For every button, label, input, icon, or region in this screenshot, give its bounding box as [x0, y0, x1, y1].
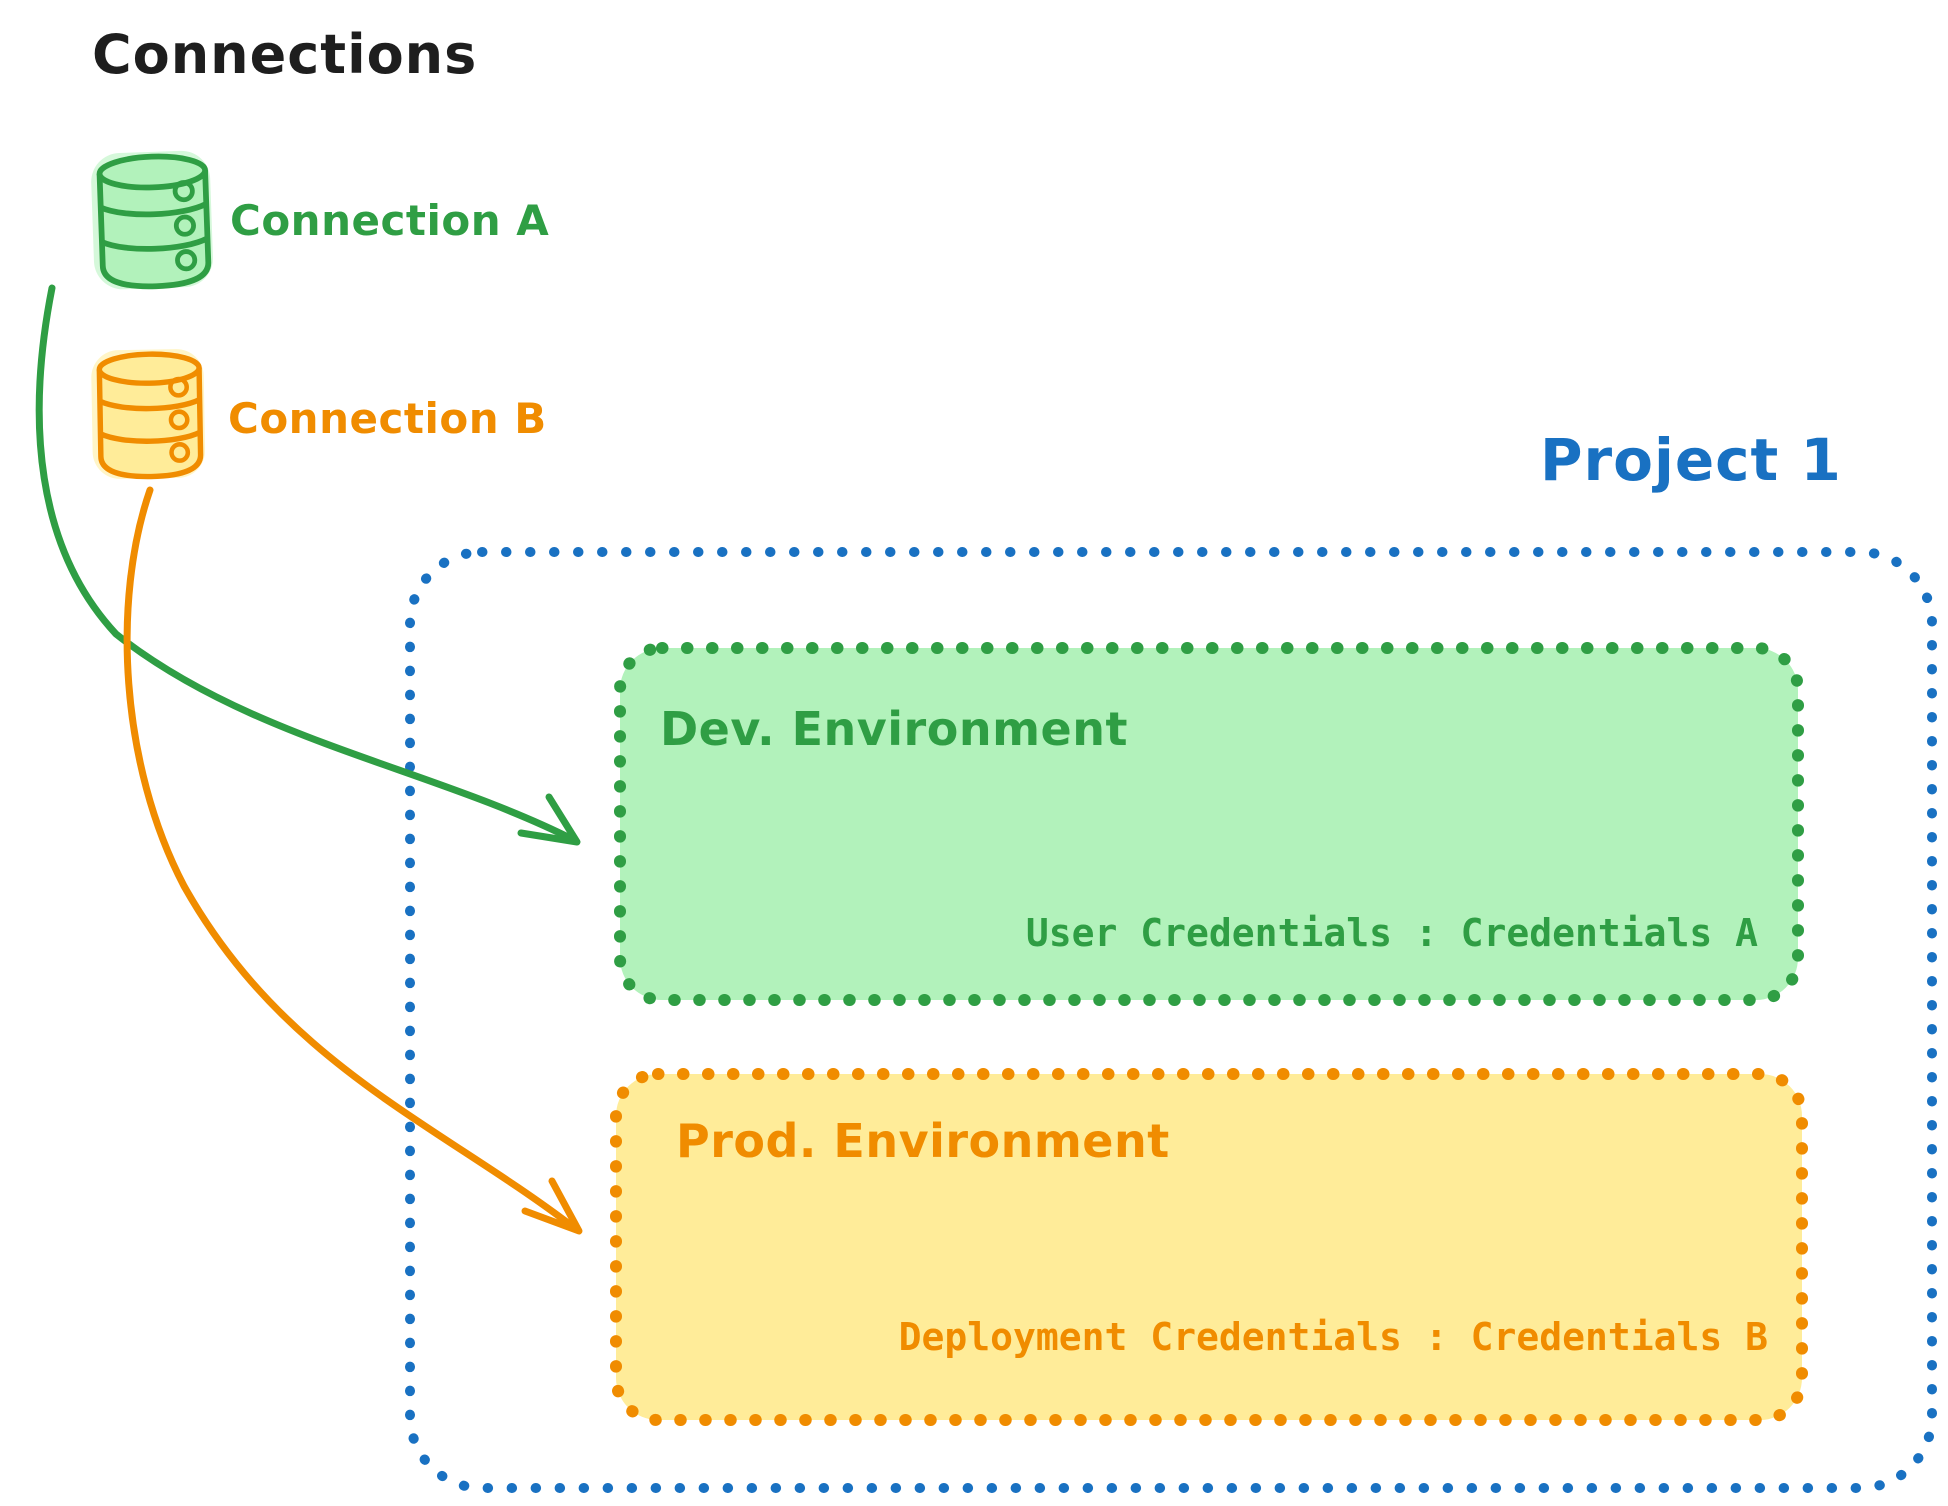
prod-credentials-label: Deployment Credentials : Credentials B	[898, 1315, 1768, 1359]
connection-b-label: Connection B	[228, 394, 547, 443]
arrowhead-icon	[521, 1177, 583, 1235]
cylinder-dot	[175, 249, 198, 272]
cylinder-lid	[96, 153, 208, 191]
dev-environment-box	[614, 642, 1804, 1006]
cylinder-dot	[168, 409, 190, 431]
database-icon	[91, 349, 206, 480]
arrow-curve	[123, 486, 576, 1230]
cylinder-dot	[168, 376, 189, 398]
cylinder-divider	[100, 235, 209, 252]
database-icon	[91, 150, 213, 290]
arrow-connection-b-to-prod	[123, 486, 583, 1235]
project-title: Project 1	[1540, 426, 1842, 494]
dev-credentials-label: User Credentials : Credentials A	[1025, 911, 1758, 955]
database-cylinder	[91, 349, 206, 480]
cylinder-lid	[96, 351, 202, 386]
cylinder-divider	[99, 201, 208, 218]
cylinder-dot	[169, 442, 191, 463]
cylinder-divider	[98, 397, 201, 412]
cylinder-dot	[173, 214, 196, 237]
arrowhead-icon	[517, 793, 581, 846]
prod-environment-box	[610, 1068, 1808, 1426]
dev-environment-title: Dev. Environment	[660, 702, 1128, 756]
cylinder-dot	[172, 180, 195, 203]
cylinder-divider	[99, 429, 202, 444]
diagram-title: Connections	[92, 23, 478, 86]
connection-a-label: Connection A	[230, 196, 550, 245]
prod-environment-title: Prod. Environment	[676, 1114, 1170, 1168]
database-cylinder	[91, 150, 213, 290]
